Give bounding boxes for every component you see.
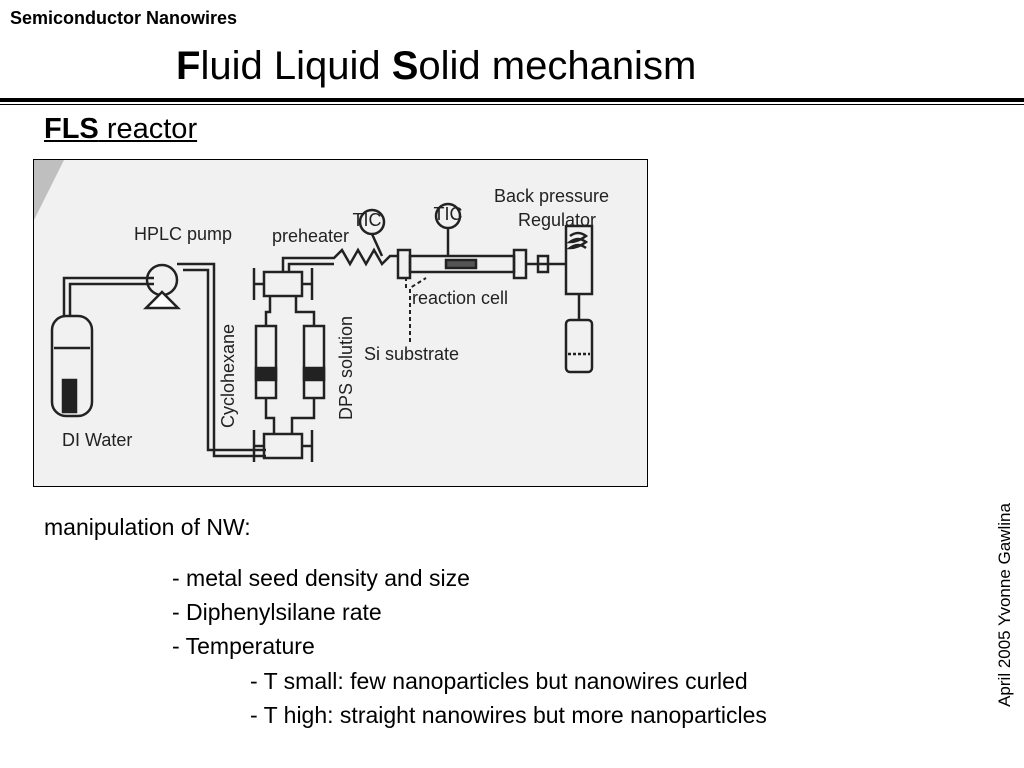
cell-flange-left [396, 248, 412, 280]
title-letter-f: F [176, 44, 201, 88]
preheater-label: preheater [272, 226, 349, 246]
subtitle-bold: FLS [44, 113, 99, 145]
section-label: Semiconductor Nanowires [10, 8, 238, 28]
dps-column [302, 324, 326, 400]
title-letter-s: S [391, 44, 419, 88]
section-subtitle: FLS reactor [44, 113, 197, 146]
intro-text: manipulation of NW: [44, 514, 251, 540]
title-divider-thin [0, 104, 1024, 105]
dps-solution-label: DPS solution [336, 316, 356, 420]
top-valve [262, 270, 304, 298]
reaction-cell-label: reaction cell [412, 288, 508, 308]
gauge-2-label: TIC [434, 204, 463, 224]
title-divider [0, 98, 1024, 102]
cell-flange-right [512, 248, 528, 280]
reactor-schematic: HPLC pump preheater Back pressure Regula… [34, 160, 609, 462]
bullet-item: - Diphenylsilane rate [172, 599, 382, 625]
bullet-item: - Temperature [172, 633, 315, 659]
si-substrate-label: Si substrate [364, 344, 459, 364]
back-pressure-label: Back pressure [494, 186, 609, 206]
si-substrate-leader [409, 277, 427, 342]
subtitle-text: reactor [98, 113, 198, 145]
pump-base [142, 290, 182, 310]
back-pressure-regulator [564, 224, 594, 296]
di-water-bottle [50, 314, 94, 418]
title-text-2: olid mechanism [418, 44, 697, 88]
cyclohexane-column [254, 324, 278, 400]
slide-title: Fluid Liquid Solid mechanism [176, 44, 696, 89]
title-text-1: luid Liquid [200, 44, 392, 88]
di-water-label: DI Water [62, 430, 132, 450]
sub-bullet-item: - T high: straight nanowires but more na… [250, 702, 767, 728]
gauge-1-label: TIC [353, 210, 382, 230]
fls-reactor-diagram: HPLC pump preheater Back pressure Regula… [33, 159, 648, 487]
sub-bullet-item: - T small: few nanoparticles but nanowir… [250, 668, 748, 694]
scan-shadow [34, 160, 64, 220]
bottom-valve [262, 432, 304, 460]
si-substrate [444, 258, 478, 270]
water-filter [61, 378, 78, 414]
collection-vessel [564, 318, 594, 374]
cyclohexane-label: Cyclohexane [218, 324, 238, 428]
regulator-label: Regulator [518, 210, 596, 230]
bullet-item: - metal seed density and size [172, 565, 470, 591]
hplc-pump-label: HPLC pump [134, 224, 232, 244]
footer-credit: April 2005 Yvonne Gawlina [995, 503, 1014, 707]
